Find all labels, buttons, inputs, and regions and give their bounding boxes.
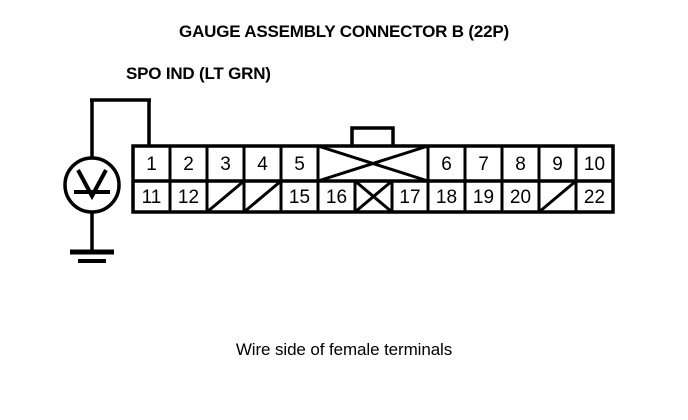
pin-label-2: 2: [183, 154, 194, 175]
connector-top-row: 1 2 3 4 5 6 7 8 9 10: [146, 144, 605, 183]
pin-label-10: 10: [584, 154, 605, 175]
bottom-row-slashed-cell-4: [243, 179, 282, 214]
pin-label-7: 7: [478, 154, 489, 175]
ground-symbol: [70, 212, 114, 263]
figure-caption: Wire side of female terminals: [235, 340, 453, 359]
pin-label-15: 15: [289, 187, 310, 208]
pin-label-18: 18: [436, 187, 457, 208]
pin-label-20: 20: [510, 187, 531, 208]
wire-label: SPO IND (LT GRN): [126, 64, 271, 83]
pin-label-5: 5: [294, 154, 305, 175]
voltmeter-icon: [63, 156, 121, 214]
pin-label-11: 11: [142, 187, 162, 208]
connector-bottom-row: 11 12 15 16 17 18 19 20 22: [142, 179, 605, 214]
page-title: GAUGE ASSEMBLY CONNECTOR B (22P): [179, 22, 509, 41]
connector-body: [131, 144, 615, 214]
pin-label-17: 17: [399, 187, 420, 208]
bottom-row-slashed-cell-21: [538, 179, 577, 214]
top-row-crossed-region: [317, 144, 429, 183]
pin-label-1: 1: [146, 154, 157, 175]
pin-label-16: 16: [326, 187, 347, 208]
pin-label-4: 4: [257, 154, 268, 175]
bottom-row-slashed-cell-3: [206, 179, 245, 214]
connector-latch-tab: [350, 126, 395, 149]
pin-label-3: 3: [220, 154, 231, 175]
pin-label-12: 12: [178, 187, 199, 208]
test-lead-wire: [90, 98, 151, 158]
pin-label-8: 8: [515, 154, 526, 175]
pin-label-6: 6: [441, 154, 452, 175]
pin-label-9: 9: [552, 154, 563, 175]
pin-label-19: 19: [473, 187, 494, 208]
pin-label-22: 22: [584, 187, 605, 208]
bottom-row-crossed-cell: [354, 179, 393, 214]
